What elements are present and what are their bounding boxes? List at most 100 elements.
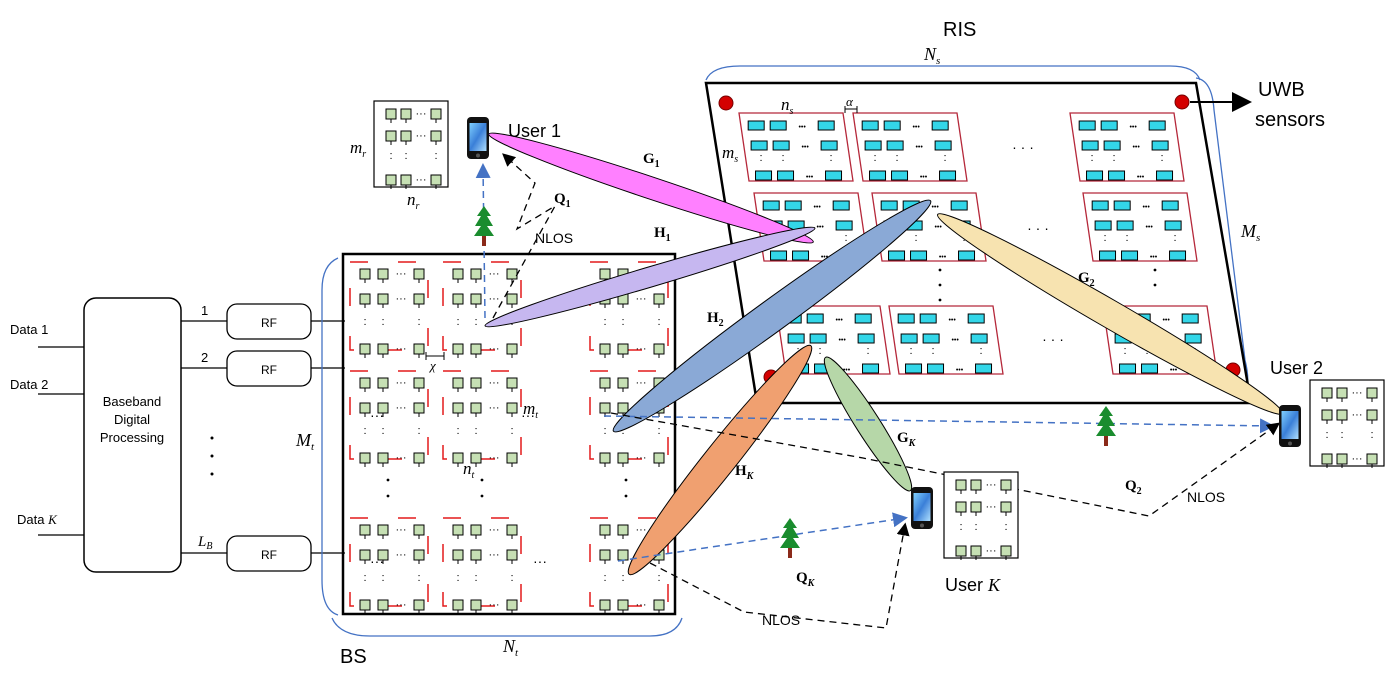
ris-subarray: •••••••••:::: [1082, 192, 1198, 262]
ris-subarray: •••••••••:::: [852, 112, 968, 182]
ellipsis-dots: •••: [1129, 124, 1137, 131]
bs-mt-inner-label: mt: [523, 399, 538, 421]
ris-element: [861, 120, 879, 131]
antenna-element: [599, 524, 611, 536]
grid-dot: [386, 478, 390, 482]
antenna-element: [470, 549, 482, 561]
vertical-dots: :: [603, 425, 606, 437]
ris-element: [1181, 313, 1199, 324]
antenna-element: [377, 452, 389, 464]
ris-element: [1141, 363, 1159, 374]
vertical-dots: :: [1173, 232, 1176, 244]
user1-phone-icon: [467, 117, 489, 159]
user2-phone-icon: [1279, 405, 1301, 447]
rf-chain-lines: [181, 320, 345, 554]
ris-element: [809, 333, 827, 344]
antenna-element: [470, 524, 482, 536]
ellipsis-dots: ···: [636, 599, 647, 611]
ellipsis-dots: •••: [934, 224, 942, 231]
ellipsis-dots: •••: [798, 124, 806, 131]
ellipsis-dots: ···: [986, 545, 997, 557]
ris-element: [1094, 220, 1112, 231]
vertical-dots: :: [474, 425, 477, 437]
ris-element: [1091, 200, 1109, 211]
antenna-element: [1000, 479, 1012, 491]
grid-dot: [480, 494, 484, 498]
ellipsis-dots: ···: [370, 407, 384, 423]
antenna-element: [617, 549, 629, 561]
ris-element: [854, 313, 872, 324]
ellipsis-dots: ···: [489, 402, 500, 414]
ellipsis-dots: •••: [912, 124, 920, 131]
antenna-element: [506, 524, 518, 536]
antenna-element: [413, 402, 425, 414]
ellipsis-dots: ···: [1352, 387, 1363, 399]
vertical-dots: :: [363, 425, 366, 437]
bs-nt-inner-label: nt: [463, 459, 475, 481]
user1-label: User 1: [508, 121, 561, 141]
ellipsis-dots: · · ·: [1012, 139, 1034, 155]
antenna-element: [413, 599, 425, 611]
ellipsis-dots: · · ·: [1027, 220, 1049, 236]
ellipsis-dots: •••: [1170, 367, 1178, 374]
ellipsis-dots: ···: [489, 524, 500, 536]
rf-vertical-dots: [210, 436, 214, 476]
antenna-element: [359, 268, 371, 280]
ellipsis-dots: ···: [521, 407, 535, 423]
antenna-element: [452, 343, 464, 355]
bs-left-brace: [321, 257, 339, 616]
antenna-element: [653, 343, 665, 355]
antenna-element: [359, 452, 371, 464]
beams: [484, 132, 1283, 576]
grid-dot: [1153, 268, 1157, 272]
ris-element: [792, 250, 810, 261]
user1-nr-label: nr: [407, 190, 420, 212]
ellipsis-dots: ···: [396, 524, 407, 536]
vertical-dots: :: [417, 316, 420, 328]
vertical-dots: :: [781, 152, 784, 164]
antenna-element: [599, 377, 611, 389]
h2-label: H2: [707, 310, 724, 329]
ris-element: [900, 333, 918, 344]
uwb-label: UWB: [1258, 79, 1305, 101]
bs-antenna-array: ·········:::: [452, 268, 518, 358]
grid-dot: [624, 494, 628, 498]
user-antenna-arrays: ·········:::·········:::·········:::: [373, 100, 1385, 560]
ellipsis-dots: ···: [636, 377, 647, 389]
userk-antenna-array: ·········:::: [943, 471, 1019, 560]
nlos-path-userk: [649, 522, 910, 629]
vertical-dots: :: [404, 150, 407, 162]
bs-subarray-border: [349, 370, 429, 460]
antenna-element: [599, 402, 611, 414]
antenna-element: [385, 174, 397, 186]
antenna-element: [955, 479, 967, 491]
bs-subarray-border: [442, 370, 522, 460]
antenna-element: [617, 377, 629, 389]
antenna-element: [413, 524, 425, 536]
vertical-dots: :: [866, 345, 869, 357]
rf-index-lb: LB: [197, 534, 212, 552]
bs-label: BS: [340, 646, 367, 668]
antenna-element: [1336, 453, 1348, 465]
grid-dot: [1153, 283, 1157, 287]
antenna-element: [430, 174, 442, 186]
sensors-label: sensors: [1255, 109, 1325, 131]
nlos-label-user2: NLOS: [1187, 489, 1225, 505]
ris-element: [755, 170, 773, 181]
antenna-element: [377, 599, 389, 611]
antenna-element: [955, 545, 967, 557]
vertical-dots: :: [603, 316, 606, 328]
ris-element: [905, 363, 923, 374]
ris-element: [1161, 200, 1179, 211]
ris-element: [1081, 140, 1099, 151]
user2-antenna-array: ·········:::: [1309, 379, 1385, 468]
uwb-sensor-top-right: [1174, 94, 1190, 110]
vertical-dots: :: [434, 150, 437, 162]
antenna-element: [955, 501, 967, 513]
antenna-element: [359, 549, 371, 561]
ellipsis-dots: ···: [986, 479, 997, 491]
antenna-element: [599, 343, 611, 355]
bs-antenna-array: ·········:::: [359, 524, 425, 614]
antenna-element: [1366, 387, 1378, 399]
